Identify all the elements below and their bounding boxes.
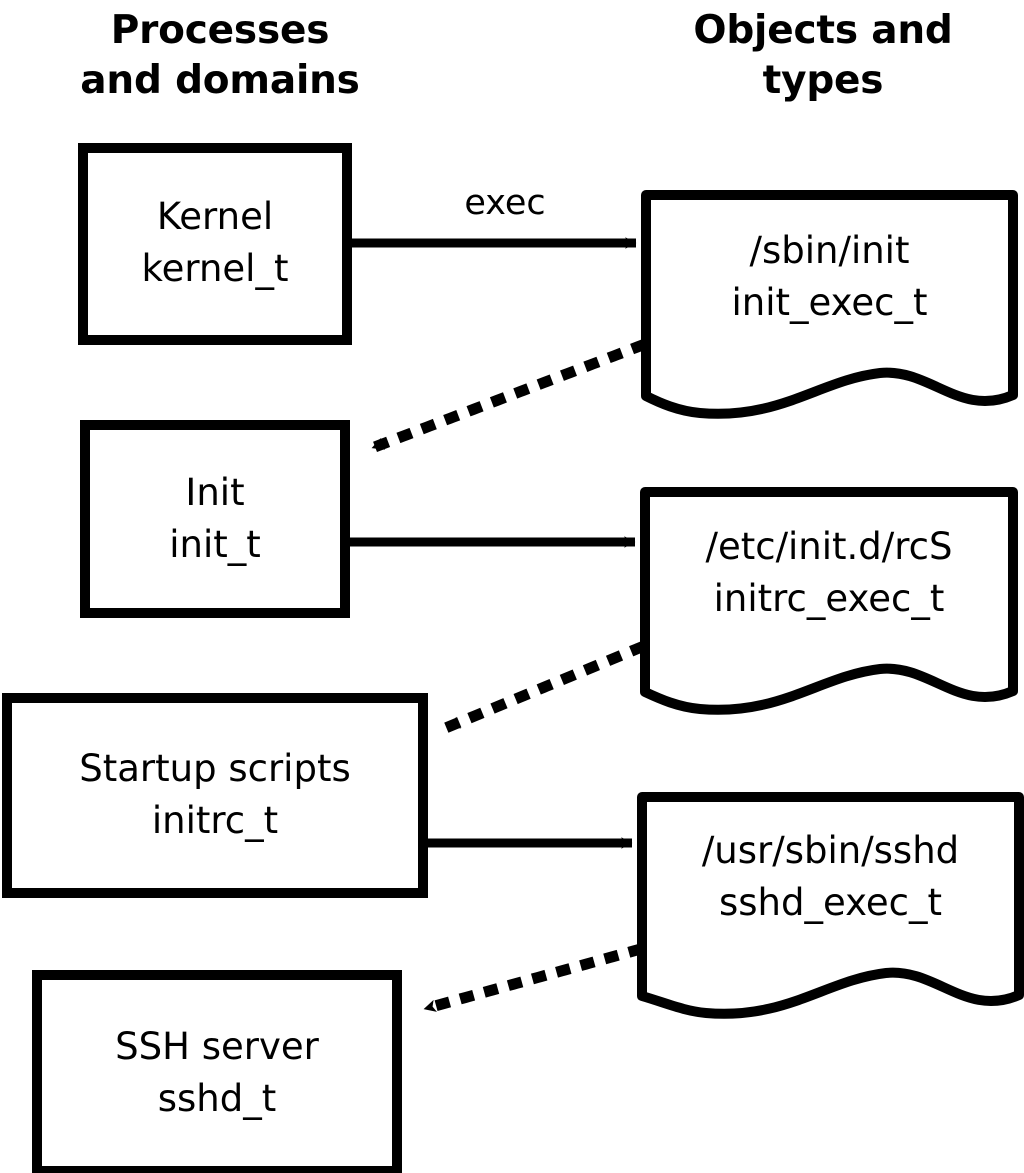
node-startup-scripts[interactable] (7, 698, 423, 893)
edge-transition-sshd (417, 943, 644, 1016)
node-sshd-exec[interactable] (642, 797, 1019, 1021)
process-box-init (80, 420, 350, 618)
object-box-init-exec (641, 190, 1018, 419)
column-header-processes: Processes and domains (80, 8, 360, 103)
node-init[interactable] (85, 425, 345, 613)
edge-transition-initrc (440, 640, 647, 735)
node-ssh-server[interactable] (37, 975, 397, 1171)
node-kernel[interactable] (83, 148, 347, 340)
object-box-sshd-exec (637, 792, 1024, 1019)
process-box-sshd (32, 970, 402, 1173)
edge-transition-init (364, 338, 648, 456)
object-box-initrc-exec (640, 487, 1018, 715)
node-initrc-exec[interactable] (645, 492, 1013, 714)
process-box-initrc (2, 693, 428, 898)
edge-label-exec: exec (464, 183, 546, 223)
column-header-objects: Objects and types (693, 8, 953, 103)
process-box-kernel (78, 143, 352, 345)
node-init-exec[interactable] (646, 195, 1013, 420)
